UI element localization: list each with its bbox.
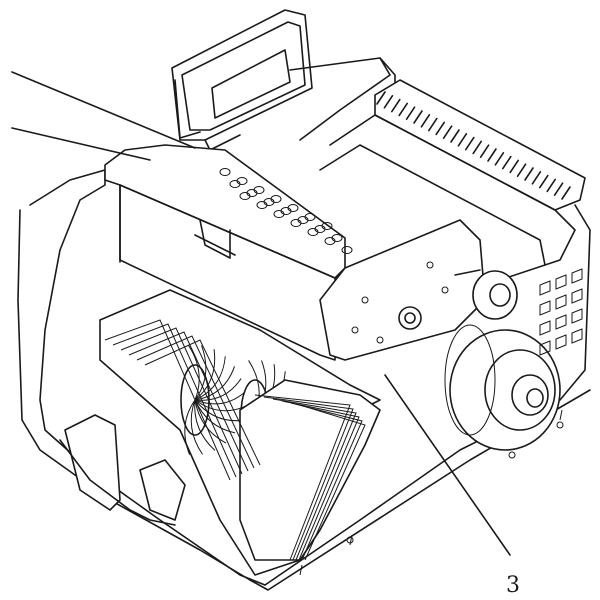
roller-rib bbox=[494, 152, 505, 166]
feed-cover-box bbox=[104, 144, 353, 361]
leader-line-middle bbox=[11, 127, 151, 161]
roller-rib bbox=[472, 140, 483, 155]
keypad-key bbox=[341, 246, 353, 254]
vent-slot bbox=[539, 280, 551, 296]
roller-rib bbox=[553, 182, 564, 196]
roller-rib bbox=[531, 171, 542, 185]
stacker-chute bbox=[59, 289, 381, 576]
drive-wheel-assembly bbox=[444, 269, 561, 451]
roller-rib bbox=[546, 178, 557, 193]
keypad-key bbox=[290, 219, 302, 227]
keypad-key bbox=[229, 180, 241, 188]
keypad-key bbox=[273, 210, 285, 218]
guide-rail bbox=[144, 339, 261, 466]
stacker-fin bbox=[194, 345, 207, 401]
stacker-fin bbox=[194, 378, 242, 401]
guide-rail bbox=[112, 323, 237, 478]
stacker-fin bbox=[188, 345, 200, 401]
roller-rib bbox=[509, 159, 520, 174]
guide-rail bbox=[299, 404, 366, 561]
vent-slot bbox=[571, 328, 583, 344]
vent-slot bbox=[539, 320, 551, 336]
keypad-key bbox=[324, 237, 336, 245]
guide-rail bbox=[272, 398, 357, 561]
guide-rail bbox=[263, 396, 354, 561]
vent-slot bbox=[555, 294, 567, 310]
callout-label-3: 3 bbox=[506, 573, 520, 598]
stacker-fin bbox=[194, 356, 226, 401]
roller-rib bbox=[501, 155, 512, 170]
vent-slot bbox=[555, 274, 567, 290]
keypad-key bbox=[239, 192, 251, 200]
guide-rail bbox=[128, 331, 249, 472]
roller-rib bbox=[450, 129, 460, 143]
vent-slot bbox=[555, 334, 567, 350]
vent-slot bbox=[555, 314, 567, 330]
guide-rail bbox=[281, 400, 360, 561]
keypad-key bbox=[219, 168, 231, 176]
vent-slot bbox=[571, 268, 583, 284]
roller-rib bbox=[413, 110, 423, 124]
roller-rib bbox=[442, 125, 453, 139]
guide-rail bbox=[104, 319, 231, 481]
roller-rib bbox=[383, 95, 394, 109]
leader-line-upper bbox=[11, 71, 196, 149]
roller-rib bbox=[516, 163, 527, 177]
guide-rail bbox=[136, 335, 255, 469]
roller-rib bbox=[464, 136, 475, 151]
roller-rib bbox=[487, 148, 497, 162]
roller-rib bbox=[479, 144, 490, 158]
stacker-fin bbox=[194, 366, 235, 401]
keypad-key bbox=[307, 228, 319, 236]
stacker-fin bbox=[194, 391, 245, 405]
vent-slot bbox=[571, 288, 583, 304]
roller-rib bbox=[405, 106, 416, 120]
vent-slot bbox=[539, 340, 551, 356]
roller-rib bbox=[427, 117, 438, 132]
vent-slot bbox=[571, 308, 583, 324]
roller-rib bbox=[435, 121, 446, 136]
vent-slot bbox=[539, 300, 551, 316]
roller-rib bbox=[390, 98, 401, 113]
roller-rib bbox=[561, 186, 571, 200]
guide-rail bbox=[254, 394, 351, 561]
roller-rib bbox=[457, 133, 468, 147]
stacker-fin bbox=[190, 399, 203, 455]
guide-rail bbox=[120, 327, 243, 475]
roller-rib bbox=[524, 167, 534, 181]
leader-lines bbox=[11, 71, 511, 556]
roller-rib bbox=[538, 174, 549, 189]
roller-rib bbox=[376, 91, 386, 105]
keypad-key bbox=[256, 201, 268, 209]
stacker-fin bbox=[194, 399, 216, 451]
roller-rib bbox=[398, 102, 409, 117]
display-screen bbox=[171, 9, 313, 151]
leader-line-callout-3 bbox=[384, 374, 511, 556]
roller-rib bbox=[420, 114, 431, 128]
rear-roller-bank bbox=[319, 79, 586, 281]
side-vent-panel bbox=[539, 268, 583, 356]
